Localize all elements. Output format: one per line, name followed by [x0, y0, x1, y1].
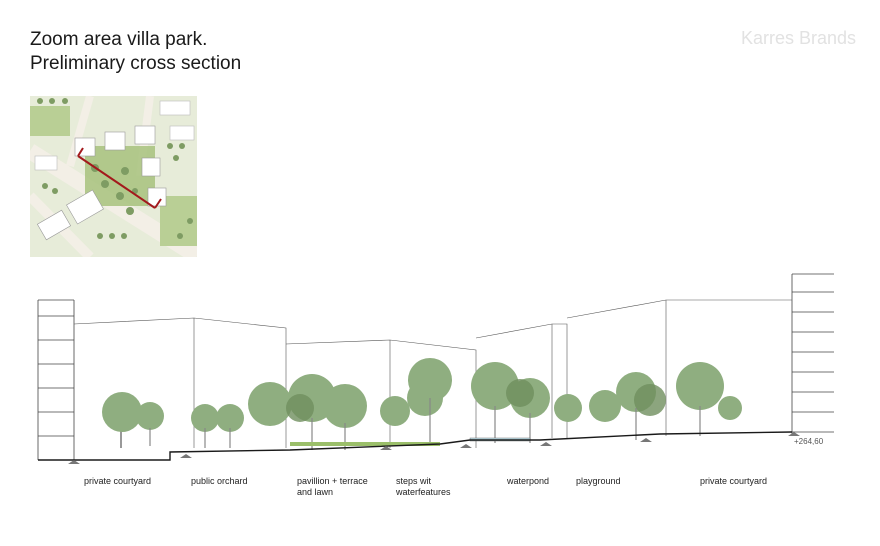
ground-line: [38, 431, 793, 461]
cross-section-drawing: [37, 273, 834, 464]
zone-label-steps: steps wit waterfeatures: [396, 476, 451, 497]
title-line-2: Preliminary cross section: [30, 53, 242, 74]
zone-label-pavillion: pavillion + terrace and lawn: [297, 476, 368, 497]
key-map-drawing: [30, 96, 197, 257]
zone-label-private-courtyard-left: private courtyard: [84, 476, 152, 486]
zone-label-playground: playground: [576, 476, 621, 486]
brand-logo: Karres Brands: [740, 28, 856, 48]
key-map: [30, 96, 197, 257]
title-line-1: Zoom area villa park.: [30, 29, 208, 50]
cross-section: +264,60: [0, 268, 880, 508]
left-building: [37, 299, 75, 460]
level-label-right: +264,60: [794, 437, 824, 446]
level-markers: [68, 432, 800, 464]
zone-label-private-courtyard-right: private courtyard: [700, 476, 768, 486]
lawn: [290, 442, 440, 446]
trees: [102, 358, 742, 450]
right-building: [791, 273, 834, 436]
page-title: Zoom area villa park. Preliminary cross …: [30, 28, 241, 76]
zone-label-public-orchard: public orchard: [191, 476, 248, 486]
zone-label-waterpond: waterpond: [507, 476, 550, 486]
